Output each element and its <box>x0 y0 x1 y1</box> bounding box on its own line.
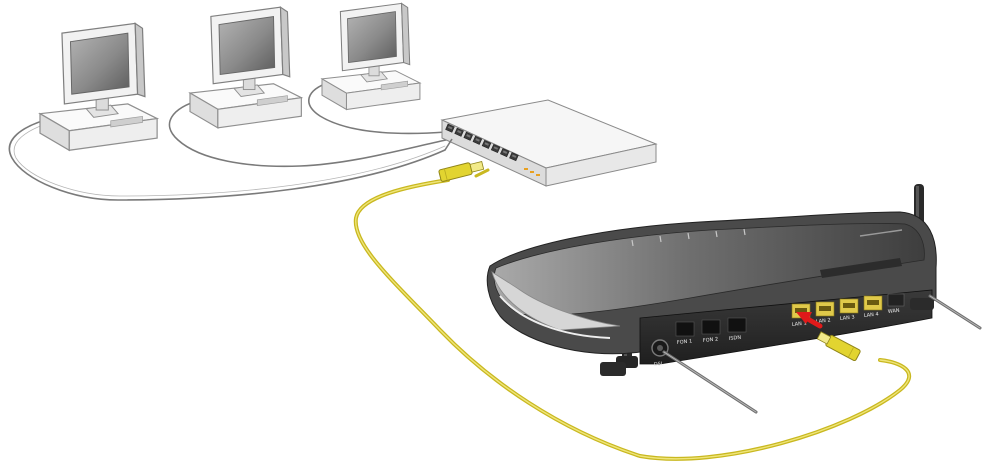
network-switch <box>442 100 656 186</box>
network-switch-icon <box>442 100 656 186</box>
computer-1 <box>40 23 157 150</box>
computer-2 <box>190 7 301 128</box>
rj45-plug-icon <box>439 160 485 182</box>
port-label-dsl: DSL <box>654 361 665 368</box>
port-label-wan: WAN <box>888 308 901 315</box>
desktop-computer-icon <box>40 23 157 150</box>
wireless-router-icon: DSL FON 1 FON 2 ISDN LAN 1 LAN 2 LAN 3 L… <box>487 184 936 376</box>
desktop-computer-icon <box>322 3 420 109</box>
rj45-plug-switch-end <box>439 160 485 182</box>
wireless-router: DSL FON 1 FON 2 ISDN LAN 1 LAN 2 LAN 3 L… <box>487 184 980 412</box>
computer-3 <box>322 3 420 109</box>
desktop-computer-icon <box>190 7 301 128</box>
